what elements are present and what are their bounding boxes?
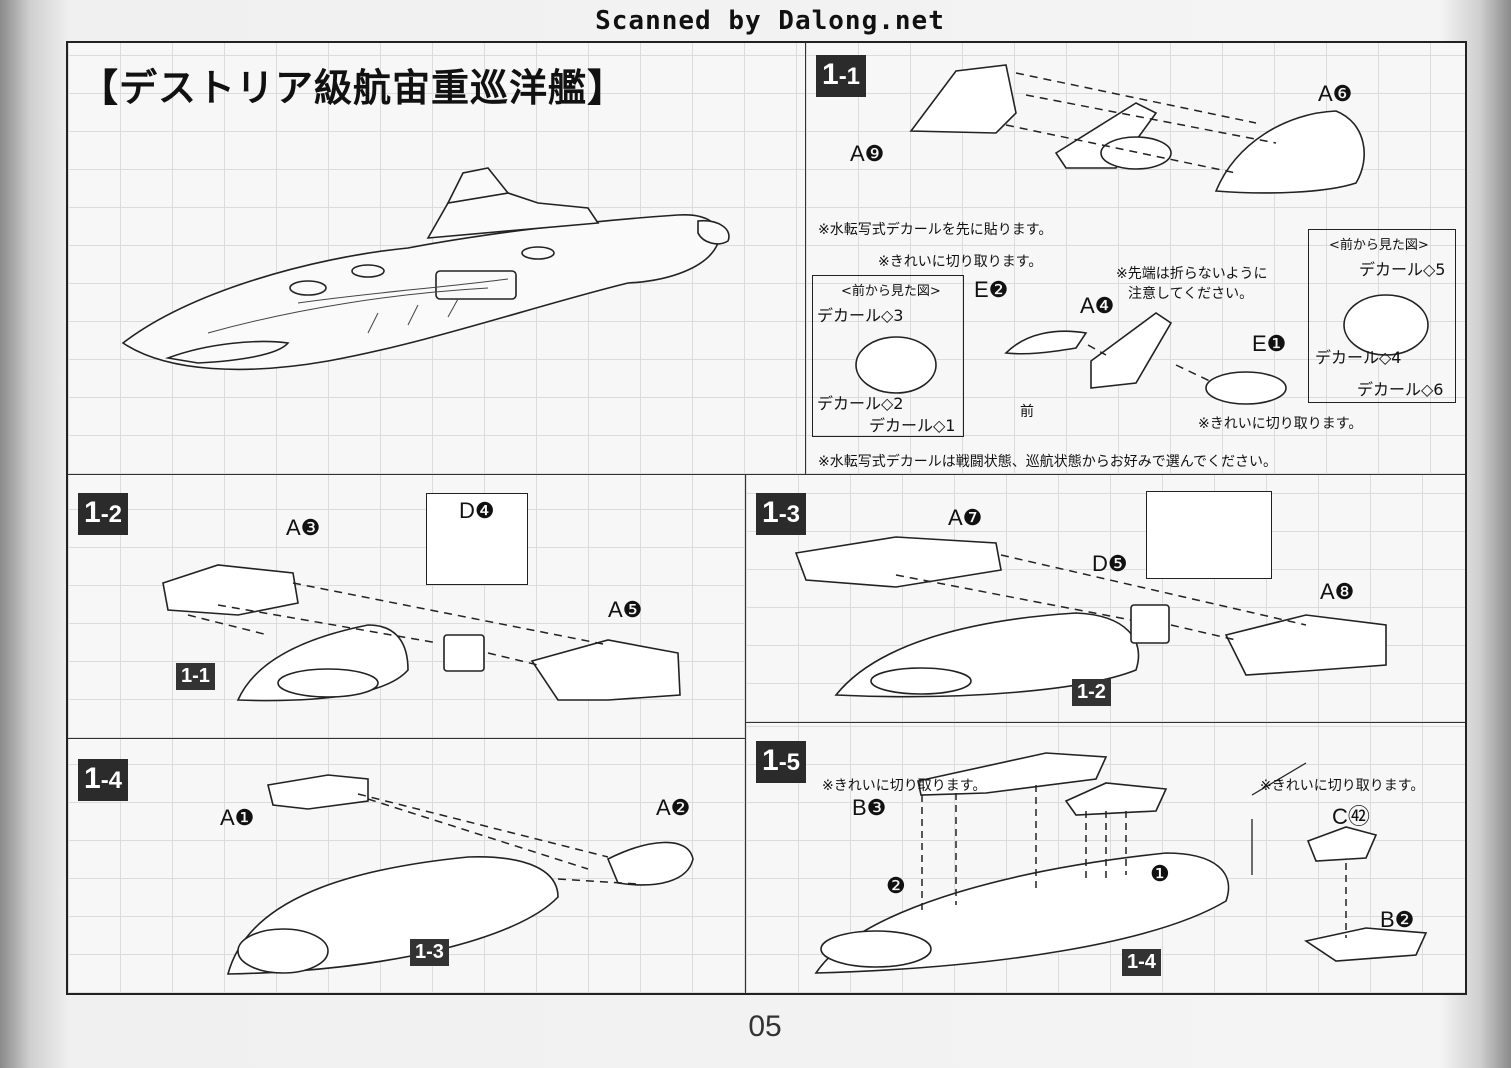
note-decal-choice: ※水転写式デカールは戦闘状態、巡航状態からお好みで選んでください。 bbox=[818, 454, 1278, 470]
decal-2-label: デカール◇2 bbox=[817, 394, 904, 413]
front-view-heading-right: <前から見た図> bbox=[1329, 238, 1429, 253]
note-cut-clean-1-5a: ※きれいに切り取ります。 bbox=[822, 778, 987, 794]
ref-1-4-tag: 1-4 bbox=[1122, 949, 1161, 976]
part-c42-label: C㊷ bbox=[1332, 804, 1370, 829]
step-1-1-diagram bbox=[855, 64, 1429, 405]
step-1-4-diagram bbox=[226, 774, 694, 975]
part-b3-label: B❸ bbox=[852, 795, 887, 820]
part-a5-label: A❺ bbox=[608, 597, 643, 622]
step-1-5-badge: 1-5 bbox=[756, 741, 807, 783]
part-a6-label: A❻ bbox=[1318, 81, 1353, 106]
step-1-3-diagram bbox=[794, 536, 1387, 698]
part-d4-label: D❹ bbox=[459, 498, 495, 523]
step-1-2-badge: 1-2 bbox=[78, 493, 129, 535]
hero-panel: 【デストリア級航宙重巡洋艦】 bbox=[68, 43, 806, 475]
part-e2-label: E❷ bbox=[974, 277, 1009, 302]
ship-illustration bbox=[121, 167, 730, 371]
note-tip-care: ※先端は折らないように bbox=[1116, 266, 1268, 282]
order-1-marker: ❶ bbox=[1150, 861, 1170, 886]
decal-1-label: デカール◇1 bbox=[869, 416, 956, 435]
part-a4-label: A❹ bbox=[1080, 293, 1115, 318]
front-view-callout-right: <前から見た図> デカール◇5 デカール◇4 デカール◇6 bbox=[1308, 229, 1456, 403]
part-e1-label: E❶ bbox=[1252, 331, 1287, 356]
part-a8-label: A❽ bbox=[1320, 579, 1355, 604]
step-1-3-panel: 1-3 A❼ D❺ A❽ 1-2 bbox=[746, 475, 1465, 723]
note-water-decal-first: ※水転写式デカールを先に貼ります。 bbox=[818, 222, 1053, 238]
note-cut-clean-1: ※きれいに切り取ります。 bbox=[878, 254, 1043, 270]
note-cut-clean-2: ※きれいに切り取ります。 bbox=[1198, 416, 1363, 432]
decal-3-label: デカール◇3 bbox=[817, 306, 904, 325]
step-1-2-diagram bbox=[162, 564, 681, 702]
step-1-5-panel: 1-5 ※きれいに切り取ります。 ※きれい bbox=[746, 723, 1465, 993]
step-1-1-panel: 1-1 A❻ A❾ ※ bbox=[806, 43, 1465, 475]
step-1-2-panel: 1-2 A❸ D❹ A❺ 1-1 bbox=[68, 475, 746, 739]
part-a3-label: A❸ bbox=[286, 515, 321, 540]
part-a9-label: A❾ bbox=[850, 141, 885, 166]
front-view-callout-left: <前から見た図> デカール◇3 デカール◇2 デカール◇1 bbox=[812, 275, 964, 437]
page-number: 05 bbox=[748, 1010, 782, 1043]
step-1-4-panel: 1-4 A❶ A❷ 1-3 bbox=[68, 739, 746, 993]
part-b2-label: B❷ bbox=[1380, 907, 1415, 932]
decal-5-label: デカール◇5 bbox=[1359, 260, 1446, 279]
step-1-3-badge: 1-3 bbox=[756, 493, 807, 535]
ship-title: 【デストリア級航宙重巡洋艦】 bbox=[80, 65, 627, 110]
part-d5-label: D❺ bbox=[1092, 551, 1128, 576]
ref-1-1-tag: 1-1 bbox=[176, 663, 215, 690]
decal-6-label: デカール◇6 bbox=[1357, 380, 1444, 399]
part-a1-label: A❶ bbox=[220, 805, 255, 830]
ref-1-3-tag: 1-3 bbox=[410, 939, 449, 966]
part-a2-label: A❷ bbox=[656, 795, 691, 820]
decal-4-label: デカール◇4 bbox=[1315, 348, 1402, 367]
front-view-heading-left: <前から見た図> bbox=[841, 284, 941, 299]
scan-watermark: Scanned by Dalong.net bbox=[595, 6, 945, 36]
instruction-frame: 【デストリア級航宙重巡洋艦】 bbox=[66, 41, 1467, 995]
order-2-marker: ❷ bbox=[886, 873, 906, 898]
note-cut-clean-1-5b: ※きれいに切り取ります。 bbox=[1260, 778, 1425, 794]
note-tip-care-2: 注意してください。 bbox=[1128, 286, 1254, 302]
step-1-4-badge: 1-4 bbox=[78, 759, 129, 801]
front-direction-label: 前 bbox=[1020, 404, 1034, 420]
step-1-1-badge: 1-1 bbox=[816, 55, 867, 97]
part-d4-callout: D❹ bbox=[426, 493, 528, 585]
ref-1-2-tag: 1-2 bbox=[1072, 679, 1111, 706]
step-1-5-diagram bbox=[814, 752, 1428, 974]
part-d5-callout bbox=[1146, 491, 1272, 579]
part-a7-label: A❼ bbox=[948, 505, 983, 530]
